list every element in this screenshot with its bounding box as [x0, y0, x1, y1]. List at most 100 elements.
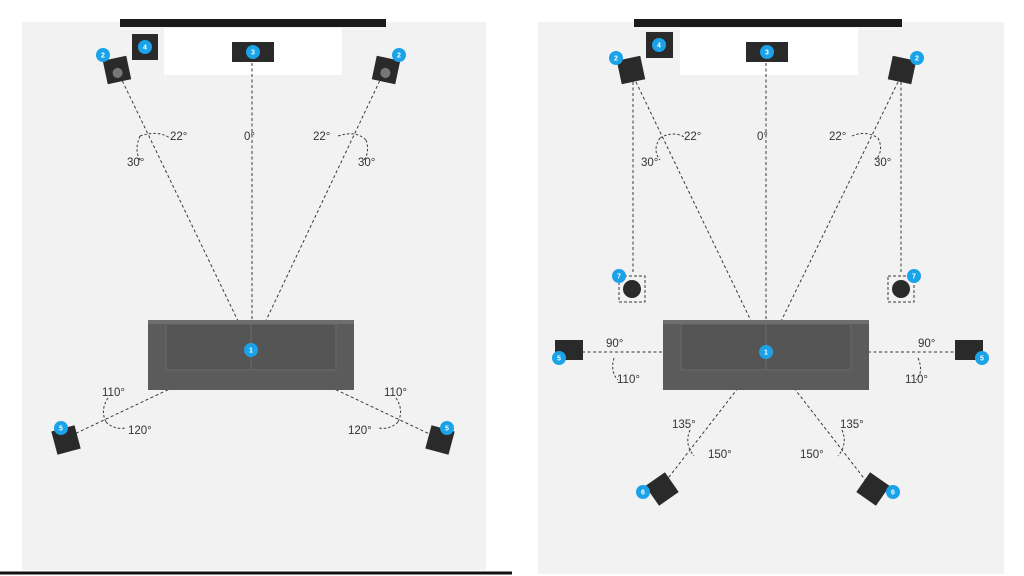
badges: 1 2 2 4 3 5 5 — [54, 40, 454, 435]
guide-rear-left — [661, 351, 767, 487]
angle-front-left-inner: 22° — [684, 131, 701, 143]
svg-text:2: 2 — [915, 56, 919, 63]
badge-surround-right: 5 — [440, 421, 454, 435]
svg-text:5: 5 — [557, 356, 561, 363]
arc-surround-right-outer — [377, 421, 399, 429]
height-right-speaker — [887, 275, 915, 303]
angle-front-left-outer: 30° — [127, 157, 144, 169]
arc-surround-left-outer — [105, 421, 127, 429]
arc-front-right-outer — [363, 139, 369, 161]
angle-arcs — [102, 132, 402, 429]
badge-rear-right: 6 — [886, 485, 900, 499]
svg-text:6: 6 — [641, 490, 645, 497]
angle-rear-left-outer: 150° — [708, 449, 732, 461]
badge-front-right: 2 — [392, 48, 406, 62]
arc-surround-left-inner — [102, 397, 109, 423]
arc-front-right-inner — [337, 133, 367, 141]
angle-rear-right-inner: 135° — [840, 419, 864, 431]
angle-side-right-outer: 110° — [905, 374, 928, 386]
badge-listener: 1 — [244, 343, 258, 357]
arc-surround-right-inner — [395, 397, 402, 423]
angle-front-right-outer: 30° — [358, 157, 375, 169]
badge-center: 3 — [246, 45, 260, 59]
angle-surround-right-outer: 120° — [348, 425, 372, 437]
svg-text:1: 1 — [764, 350, 768, 357]
badge-front-left: 2 — [96, 48, 110, 62]
badge-listener: 1 — [759, 345, 773, 359]
angle-center: 0° — [757, 131, 768, 143]
front-left-speaker — [102, 55, 132, 85]
front-right-speaker — [371, 55, 401, 85]
arc-front-right-outer — [875, 137, 882, 161]
badges: 1 2 2 4 3 7 7 — [552, 38, 989, 499]
badge-front-right: 2 — [910, 51, 924, 65]
arc-rear-left — [687, 429, 695, 457]
badge-front-left: 2 — [609, 51, 623, 65]
angle-arcs — [612, 132, 922, 457]
arc-front-left-inner — [139, 132, 171, 139]
angle-labels: 0° 22° 30° 22° 30° 90° 110° 90° 110° 135… — [606, 131, 935, 461]
svg-text:3: 3 — [765, 50, 769, 57]
angle-side-right-inner: 90° — [918, 338, 935, 350]
height-left-speaker — [618, 275, 646, 303]
svg-text:5: 5 — [980, 356, 984, 363]
badge-center: 3 — [760, 45, 774, 59]
badge-side-right: 5 — [975, 351, 989, 365]
projector-screen — [120, 19, 386, 27]
angle-front-right-inner: 22° — [829, 131, 846, 143]
svg-text:7: 7 — [912, 274, 916, 281]
svg-text:4: 4 — [657, 43, 661, 50]
arc-front-left-outer — [655, 137, 661, 161]
angle-side-left-inner: 90° — [606, 338, 623, 350]
guide-rear-right — [765, 351, 871, 487]
guide-front-left — [119, 75, 253, 351]
guide-front-right — [251, 75, 383, 351]
room-floor — [538, 22, 1004, 574]
badge-height-right: 7 — [907, 269, 921, 283]
svg-text:7: 7 — [617, 274, 621, 281]
angle-surround-left-inner: 110° — [102, 387, 125, 399]
svg-text:1: 1 — [249, 348, 253, 355]
svg-text:3: 3 — [251, 50, 255, 57]
arc-front-left-outer — [136, 135, 141, 161]
svg-text:4: 4 — [143, 45, 147, 52]
svg-text:5: 5 — [59, 426, 63, 433]
layout-7-1-panel: 0° 22° 30° 22° 30° 90° 110° 90° 110° 135… — [538, 19, 1004, 574]
svg-text:2: 2 — [614, 56, 618, 63]
svg-text:6: 6 — [891, 490, 895, 497]
projector-screen — [634, 19, 902, 27]
angle-center: 0° — [244, 131, 255, 143]
angle-front-left-outer: 30° — [641, 157, 658, 169]
rear-left-speaker — [645, 472, 679, 506]
angle-rear-right-outer: 150° — [800, 449, 824, 461]
arc-side-left — [612, 357, 619, 381]
arc-rear-right — [837, 429, 845, 457]
arc-side-right — [915, 357, 922, 381]
badge-subwoofer: 4 — [652, 38, 666, 52]
badge-side-left: 5 — [552, 351, 566, 365]
arc-front-right-inner — [851, 132, 879, 139]
angle-side-left-outer: 110° — [617, 374, 640, 386]
angle-front-right-outer: 30° — [874, 157, 891, 169]
badge-rear-left: 6 — [636, 485, 650, 499]
guide-front-right — [765, 81, 899, 353]
layout-5-1-panel: 0° 22° 30° 22° 30° 110° 120° 110° 120° 1… — [22, 19, 486, 570]
guide-front-left — [635, 81, 767, 353]
angle-rear-left-inner: 135° — [672, 419, 696, 431]
badge-subwoofer: 4 — [138, 40, 152, 54]
angle-front-right-inner: 22° — [313, 131, 330, 143]
rear-right-speaker — [856, 472, 890, 506]
svg-text:2: 2 — [101, 53, 105, 60]
svg-text:2: 2 — [397, 53, 401, 60]
angle-front-left-inner: 22° — [170, 131, 187, 143]
room-floor — [22, 22, 486, 570]
arc-front-left-inner — [659, 133, 687, 139]
angle-surround-right-inner: 110° — [384, 387, 407, 399]
angle-labels: 0° 22° 30° 22° 30° 110° 120° 110° 120° — [102, 131, 407, 437]
badge-surround-left: 5 — [54, 421, 68, 435]
angle-surround-left-outer: 120° — [128, 425, 152, 437]
front-left-speaker — [616, 55, 646, 85]
badge-height-left: 7 — [612, 269, 626, 283]
front-right-speaker — [887, 55, 917, 85]
